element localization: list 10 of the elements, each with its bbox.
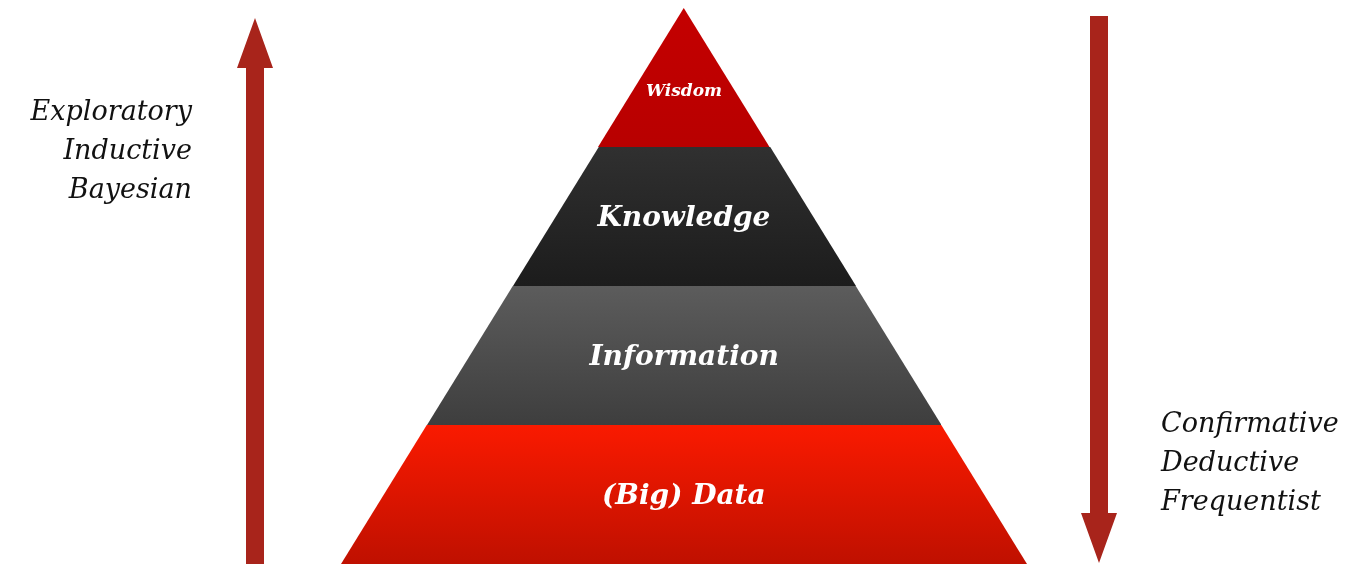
level-label: Knowledge: [597, 200, 771, 233]
side-label: Bayesian: [68, 172, 192, 206]
level-label: (Big) Data: [602, 478, 766, 511]
side-label: Exploratory: [30, 94, 192, 128]
side-label: Inductive: [63, 133, 192, 167]
level-label: Wisdom: [646, 80, 723, 100]
side-label: Frequentist: [1161, 484, 1321, 518]
side-label: Deductive: [1161, 445, 1300, 479]
level-label: Information: [589, 339, 779, 372]
side-label: Confirmative: [1161, 406, 1339, 440]
